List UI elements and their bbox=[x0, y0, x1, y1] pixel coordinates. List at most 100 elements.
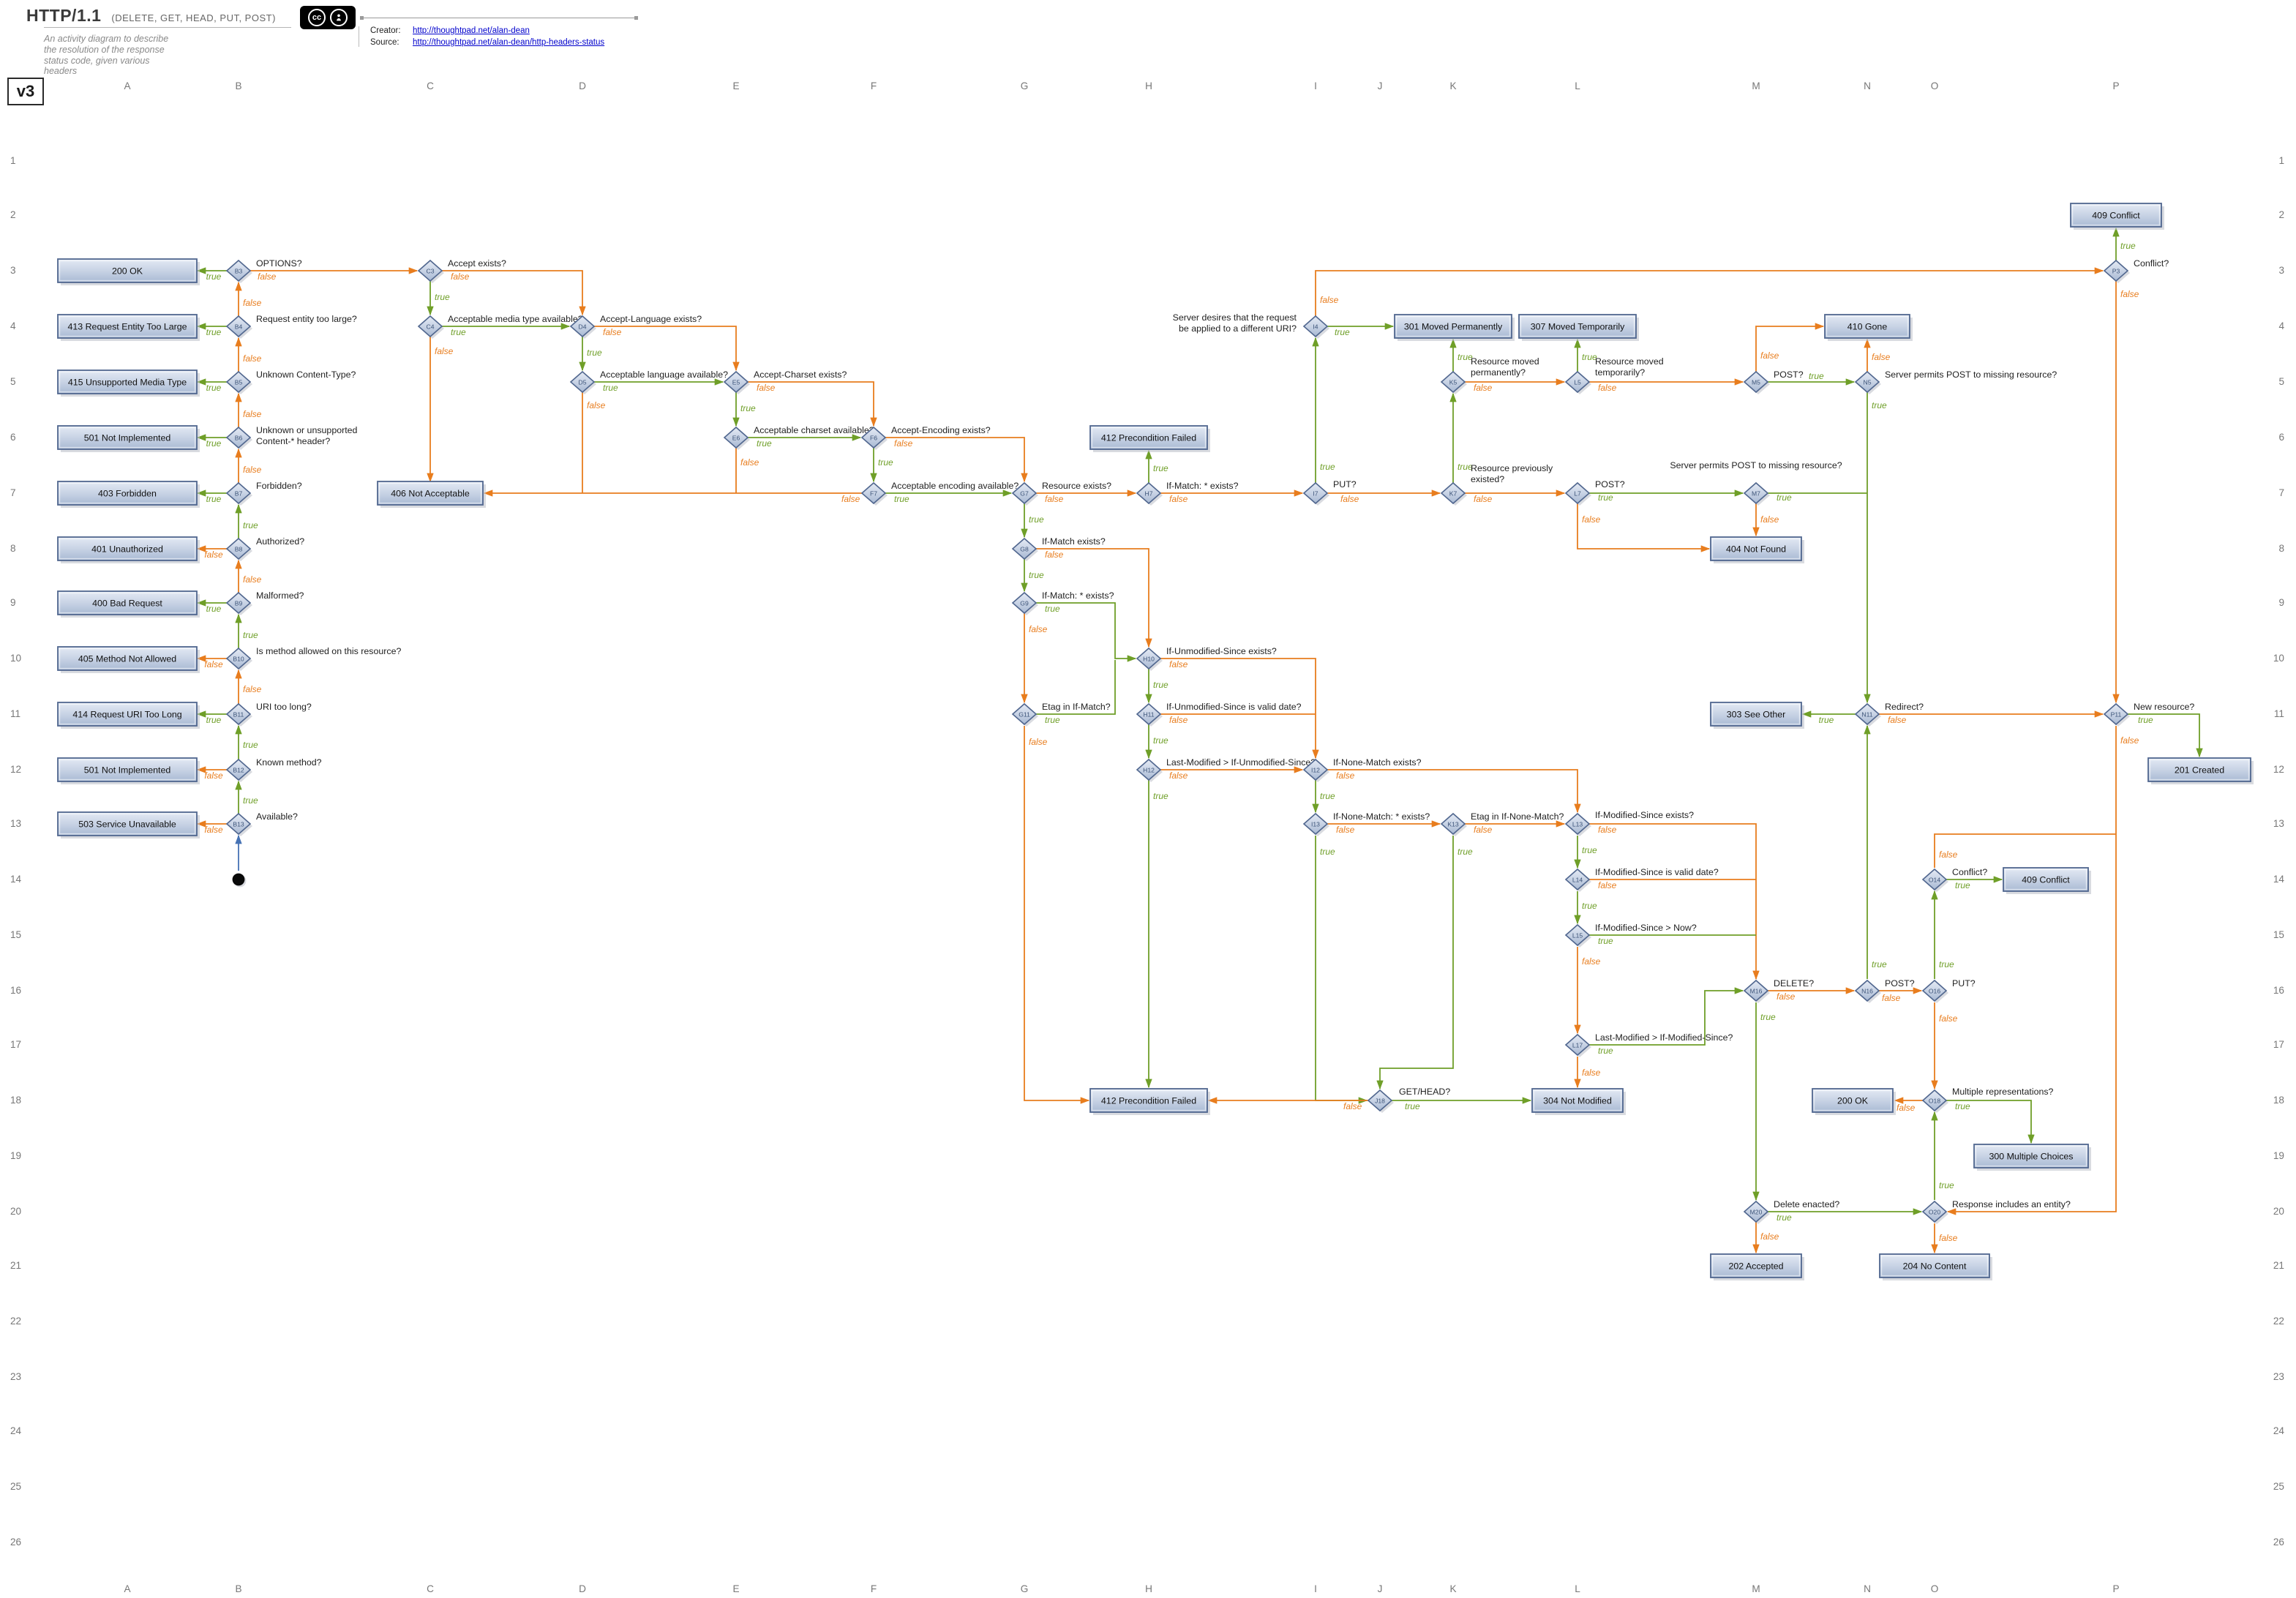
edge-label-true: true bbox=[1598, 936, 1613, 946]
decision-id: O14 bbox=[1929, 877, 1940, 884]
decision-id: P3 bbox=[2112, 268, 2120, 275]
decision-question: GET/HEAD? bbox=[1399, 1087, 1450, 1097]
edge-label-true: true bbox=[1777, 1212, 1792, 1223]
decision-id: B10 bbox=[233, 656, 244, 663]
ruler-row-label: 5 bbox=[2278, 376, 2284, 387]
edge-label-false: false bbox=[1474, 383, 1493, 393]
decision-id: B6 bbox=[235, 435, 243, 442]
edge-L13-false bbox=[1589, 823, 1760, 980]
title-methods: (DELETE, GET, HEAD, PUT, POST) bbox=[111, 12, 276, 23]
ruler-row-label: 4 bbox=[2278, 320, 2284, 331]
status-box-204-no-content: 204 No Content bbox=[1879, 1253, 1992, 1280]
ruler-row-label: 24 bbox=[2273, 1425, 2285, 1436]
edge-label-false: false bbox=[1029, 624, 1048, 634]
decision-question: Authorized? bbox=[256, 536, 304, 547]
ruler-column-label: E bbox=[732, 80, 739, 91]
decision-id: I4 bbox=[1313, 323, 1318, 331]
decision-question: Last-Modified > If-Unmodified-Since? bbox=[1166, 757, 1316, 768]
ruler-row-label: 19 bbox=[10, 1150, 21, 1161]
ruler-row-label: 9 bbox=[2278, 597, 2284, 608]
edge-label-false: false bbox=[1882, 993, 1901, 1003]
ruler-row-label: 7 bbox=[2278, 487, 2284, 498]
decision-question: Etag in If-Match? bbox=[1042, 702, 1111, 712]
decision-id: J18 bbox=[1375, 1098, 1385, 1105]
decision-question: If-None-Match: * exists? bbox=[1333, 811, 1430, 822]
edge-label-false: false bbox=[1888, 715, 1907, 725]
status-box-401-unauthorized: 401 Unauthorized bbox=[57, 536, 200, 563]
edge-label-true: true bbox=[1029, 514, 1044, 525]
ruler-row-label: 20 bbox=[2273, 1206, 2285, 1217]
ruler-row-label: 14 bbox=[10, 874, 22, 885]
edge-label-true: true bbox=[243, 520, 258, 530]
person-icon bbox=[337, 14, 341, 21]
decision-question: Server desires that the request bbox=[1173, 312, 1297, 323]
decision-id: L13 bbox=[1572, 821, 1583, 828]
status-box-303-see-other: 303 See Other bbox=[1710, 702, 1804, 729]
version-badge: v3 bbox=[7, 78, 44, 105]
decision-question: Server permits POST to missing resource? bbox=[1885, 370, 2057, 380]
decision-id: H11 bbox=[1143, 711, 1154, 719]
decision-id: O16 bbox=[1929, 988, 1940, 995]
decision-id: L14 bbox=[1572, 877, 1583, 884]
decision-id: L15 bbox=[1572, 932, 1583, 939]
edge-label-true: true bbox=[1598, 1046, 1613, 1056]
decision-question: Conflict? bbox=[2134, 258, 2169, 269]
ruler-column-label: P bbox=[2112, 1583, 2119, 1594]
edge-label-false: false bbox=[1582, 1068, 1601, 1078]
decision-question: Redirect? bbox=[1885, 702, 1924, 712]
edge-L7-false bbox=[1577, 503, 1711, 552]
ruler-column-label: C bbox=[427, 1583, 434, 1594]
edge-label-false: false bbox=[1598, 880, 1617, 890]
ruler-row-label: 14 bbox=[2273, 874, 2285, 885]
ruler-column-label: B bbox=[235, 80, 241, 91]
edge-label-true: true bbox=[587, 348, 602, 358]
ruler-row-label: 15 bbox=[10, 929, 21, 940]
status-box-409-conflict: 409 Conflict bbox=[2070, 203, 2164, 230]
decision-question: Accept-Charset exists? bbox=[754, 370, 847, 380]
edge-M5-false bbox=[1755, 323, 1825, 372]
decision-id: L7 bbox=[1574, 490, 1581, 498]
decision-question: POST? bbox=[1885, 978, 1915, 989]
status-box-503-service-unavailable: 503 Service Unavailable bbox=[57, 811, 200, 839]
edge-label-true: true bbox=[435, 292, 450, 302]
ruler-row-label: 1 bbox=[2278, 155, 2284, 166]
edge-G9-true bbox=[1036, 602, 1137, 662]
edge-label-true: true bbox=[1320, 462, 1335, 472]
decision-question: New resource? bbox=[2134, 702, 2194, 712]
edge-G11-true bbox=[1036, 660, 1116, 715]
decision-question: If-Unmodified-Since exists? bbox=[1166, 646, 1277, 656]
status-label: 401 Unauthorized bbox=[91, 544, 163, 554]
edge-label-false: false bbox=[204, 770, 223, 781]
ruler-column-label: D bbox=[579, 80, 586, 91]
ruler-row-label: 16 bbox=[2273, 985, 2284, 996]
status-box-412-precondition-failed: 412 Precondition Failed bbox=[1089, 1088, 1210, 1115]
decision-question: OPTIONS? bbox=[256, 258, 302, 269]
edge-label-true: true bbox=[894, 494, 909, 504]
source-link[interactable]: http://thoughtpad.net/alan-dean/http-hea… bbox=[413, 38, 605, 47]
status-label: 406 Not Acceptable bbox=[391, 488, 470, 498]
decision-id: B9 bbox=[235, 600, 243, 607]
decision-id: B8 bbox=[235, 546, 243, 553]
ruler-column-label: J bbox=[1378, 1583, 1383, 1594]
status-label: 304 Not Modified bbox=[1543, 1095, 1612, 1106]
cc-attribution-icon bbox=[330, 9, 348, 26]
ruler-column-label: L bbox=[1575, 80, 1580, 91]
edge-label-true: true bbox=[740, 403, 756, 413]
edge-label-false: false bbox=[1939, 1013, 1958, 1024]
diagram-description: An activity diagram to describe the reso… bbox=[44, 34, 169, 77]
status-label: 503 Service Unavailable bbox=[78, 819, 176, 829]
decision-question: Response includes an entity? bbox=[1952, 1199, 2071, 1209]
edge-label-false: false bbox=[1760, 350, 1779, 361]
edge-label-false: false bbox=[1169, 770, 1188, 781]
creator-link[interactable]: http://thoughtpad.net/alan-dean bbox=[413, 26, 530, 35]
